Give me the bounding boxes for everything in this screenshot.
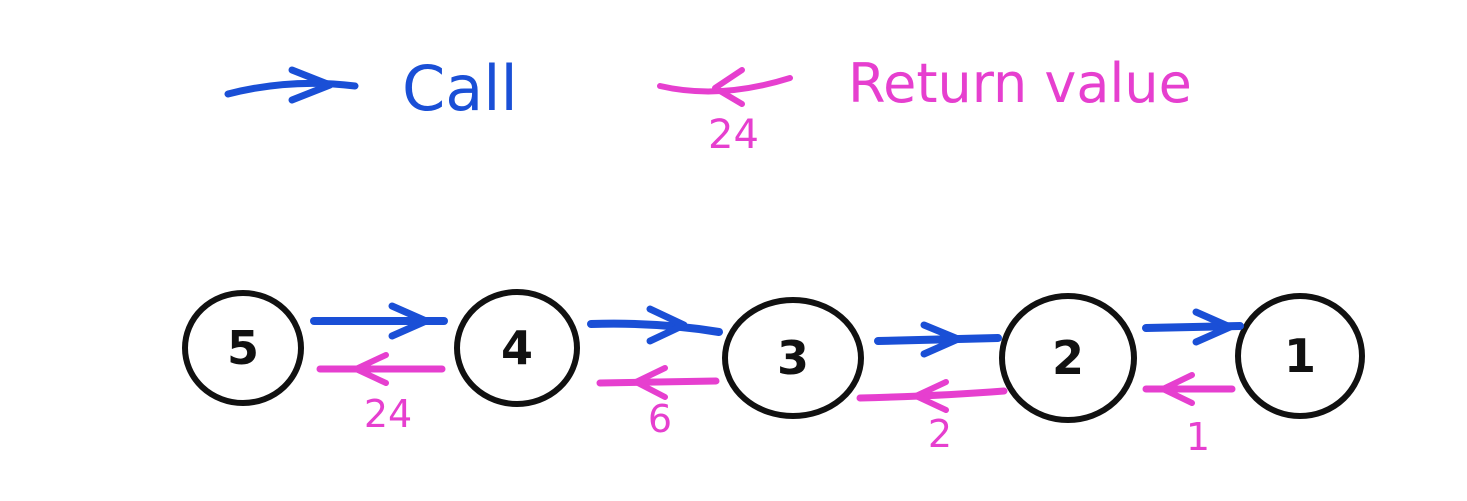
node-circle [1235, 293, 1365, 419]
node-5: 5 [182, 290, 304, 406]
return-value-label: 24 [364, 392, 412, 436]
node-circle [182, 290, 304, 406]
return-arrow-3-to-4: 6 [596, 365, 720, 441]
node-label: 3 [777, 331, 809, 385]
call-arrow-line [874, 334, 1002, 345]
legend-return: 24 Return value [657, 52, 1192, 158]
node-label: 5 [227, 321, 259, 375]
return-arrowhead-icon [353, 352, 389, 386]
legend-return-arrowhead-icon [712, 67, 745, 107]
return-arrowhead-icon [1160, 372, 1195, 406]
call-arrowhead-icon [920, 321, 962, 358]
node-label: 1 [1284, 329, 1316, 383]
return-arrowhead-icon [633, 365, 668, 400]
legend-return-label: Return value [848, 52, 1192, 115]
node-label: 4 [501, 321, 533, 375]
call-arrowhead-icon [388, 302, 430, 340]
node-circle [999, 293, 1137, 423]
node-circle [454, 289, 580, 407]
call-arrow-line [587, 319, 723, 336]
call-arrows [310, 302, 1244, 358]
call-arrowhead-icon [646, 305, 688, 345]
node-3: 3 [722, 297, 864, 419]
legend-call-arrow-icon [224, 79, 359, 98]
return-value-label: 6 [648, 397, 672, 441]
node-4: 4 [454, 289, 580, 407]
legend-call: Call [224, 52, 518, 125]
return-arrow-2-to-3: 2 [856, 379, 1008, 456]
legend-call-arrowhead-icon [288, 66, 334, 104]
call-arrow-5-to-4 [310, 302, 448, 340]
return-value-label: 1 [1186, 415, 1210, 459]
return-value-label: 2 [928, 412, 952, 456]
node-circle [722, 297, 864, 419]
return-arrowhead-icon [913, 379, 949, 413]
return-arrow-4-to-5: 24 [316, 352, 446, 436]
call-arrow-4-to-3 [587, 305, 723, 345]
return-arrow-line [596, 377, 720, 387]
node-group: 5 4 3 2 1 [182, 289, 1365, 423]
legend-call-label: Call [402, 52, 518, 125]
return-arrows: 24 6 2 1 [316, 352, 1236, 459]
legend-return-example-value: 24 [708, 112, 759, 158]
node-2: 2 [999, 293, 1137, 423]
call-arrow-3-to-2 [874, 321, 1002, 358]
call-arrow-2-to-1 [1142, 308, 1244, 346]
node-1: 1 [1235, 293, 1365, 419]
call-arrowhead-icon [1192, 308, 1234, 346]
return-arrow-line [856, 387, 1008, 402]
node-label: 2 [1052, 331, 1084, 385]
return-arrow-1-to-2: 1 [1142, 372, 1236, 459]
